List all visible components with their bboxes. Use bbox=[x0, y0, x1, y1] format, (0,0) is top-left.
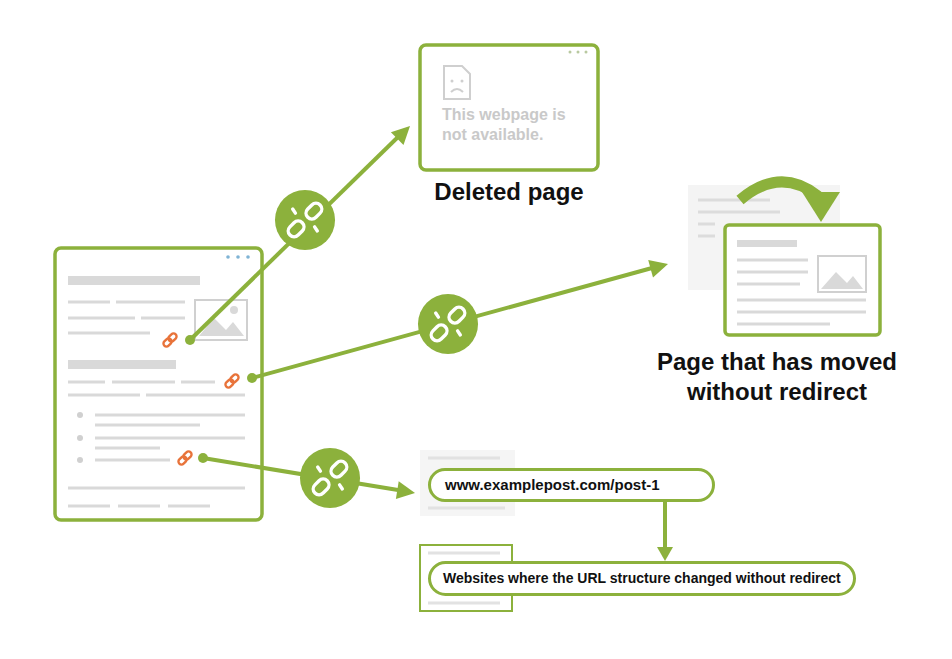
deleted-page-frame bbox=[420, 45, 598, 170]
broken-link-icon bbox=[418, 294, 478, 354]
node-text: Websites where the URL structure changed… bbox=[443, 570, 841, 587]
broken-link-icon bbox=[275, 190, 335, 250]
url-pill: www.examplepost.com/post-1 bbox=[428, 468, 715, 502]
node-text: Deleted page bbox=[420, 177, 598, 207]
deleted-page: This webpage is not available. Deleted pa… bbox=[420, 45, 598, 215]
node-text: www.examplepost.com/post-1 bbox=[445, 476, 698, 494]
connector-arrow bbox=[657, 502, 673, 561]
source-page bbox=[55, 248, 262, 520]
node-text: This webpage is not available. bbox=[420, 45, 598, 145]
url-pill: Websites where the URL structure changed… bbox=[428, 561, 856, 596]
node-text: Page that has moved without redirect bbox=[632, 347, 922, 407]
moved-page bbox=[688, 182, 880, 335]
moved-page-label: Page that has moved without redirect bbox=[632, 347, 922, 407]
broken-link-icon bbox=[300, 448, 360, 508]
link-arrows bbox=[185, 126, 668, 499]
